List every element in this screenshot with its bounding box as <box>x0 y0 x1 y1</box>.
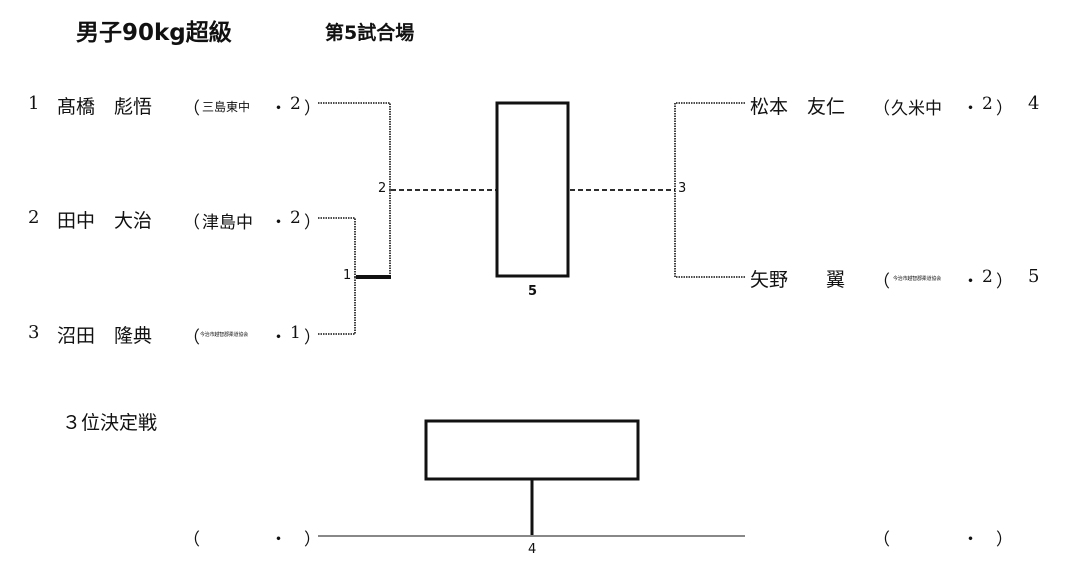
paren-close: ） <box>304 99 321 119</box>
school-name: 三島東中 <box>202 100 251 114</box>
school-name: 久米中 <box>891 99 942 119</box>
bracket-line-p1 <box>318 102 391 190</box>
third-place-title: ３位決定戦 <box>62 412 158 434</box>
bracket-line-p3 <box>318 277 356 335</box>
match-number-2: 2 <box>378 181 387 196</box>
grade: 2 <box>290 94 301 114</box>
paren-close: ） <box>996 272 1013 292</box>
right-player-5: 5 <box>1028 266 1039 287</box>
match-number-third: 4 <box>528 542 537 557</box>
left-player-2: 2 <box>28 207 39 228</box>
third-right-paren-open: （ <box>873 530 890 550</box>
separator-dot: ・ <box>270 213 287 233</box>
paren-open: （ <box>183 328 200 348</box>
separator-dot: ・ <box>270 99 287 119</box>
grade: 2 <box>982 94 993 114</box>
third-left-dot: ・ <box>270 530 287 550</box>
third-place-box <box>424 419 640 481</box>
final-box <box>495 101 570 278</box>
right-player-4: 4 <box>1028 93 1039 114</box>
match-number-final: 5 <box>528 284 538 299</box>
paren-close: ） <box>304 328 321 348</box>
school-name: 今治市越智郡柔道協会 <box>200 332 249 338</box>
bracket-line-p4 <box>674 102 745 190</box>
bracket-line-p2 <box>318 217 356 277</box>
player-name: 沼田 隆典 <box>57 325 153 347</box>
left-player-1: 1 <box>28 93 39 114</box>
school-name: 津島中 <box>202 213 253 233</box>
third-left-paren-open: （ <box>183 530 200 550</box>
third-left-paren-close: ） <box>304 530 321 550</box>
seed-number: 4 <box>1028 93 1040 114</box>
paren-close: ） <box>304 213 321 233</box>
grade: 2 <box>982 267 993 287</box>
paren-open: （ <box>873 99 890 119</box>
event-title: 男子90kg超級 <box>76 20 232 46</box>
player-name: 田中 大治 <box>57 210 153 232</box>
player-name: 松本 友仁 <box>750 96 846 118</box>
venue-label: 第5試合場 <box>325 22 415 44</box>
seed-number: 3 <box>28 322 40 343</box>
grade: 1 <box>290 323 301 343</box>
separator-dot: ・ <box>962 272 979 292</box>
paren-open: （ <box>873 272 890 292</box>
left-player-3: 3 <box>28 322 39 343</box>
player-name: 髙橋 彪悟 <box>57 96 153 118</box>
paren-close: ） <box>996 99 1013 119</box>
seed-number: 1 <box>28 93 40 114</box>
third-right-dot: ・ <box>962 530 979 550</box>
match-number-1: 1 <box>343 268 352 283</box>
separator-dot: ・ <box>270 328 287 348</box>
separator-dot: ・ <box>962 99 979 119</box>
player-name: 矢野 翼 <box>750 269 846 291</box>
paren-open: （ <box>183 99 200 119</box>
seed-number: 2 <box>28 207 40 228</box>
seed-number: 5 <box>1028 266 1040 287</box>
grade: 2 <box>290 208 301 228</box>
match-number-3: 3 <box>678 181 687 196</box>
school-name: 今治市越智郡柔道協会 <box>893 276 942 282</box>
paren-open: （ <box>183 213 200 233</box>
bracket-line-p5 <box>674 190 745 278</box>
third-right-paren-close: ） <box>996 530 1013 550</box>
